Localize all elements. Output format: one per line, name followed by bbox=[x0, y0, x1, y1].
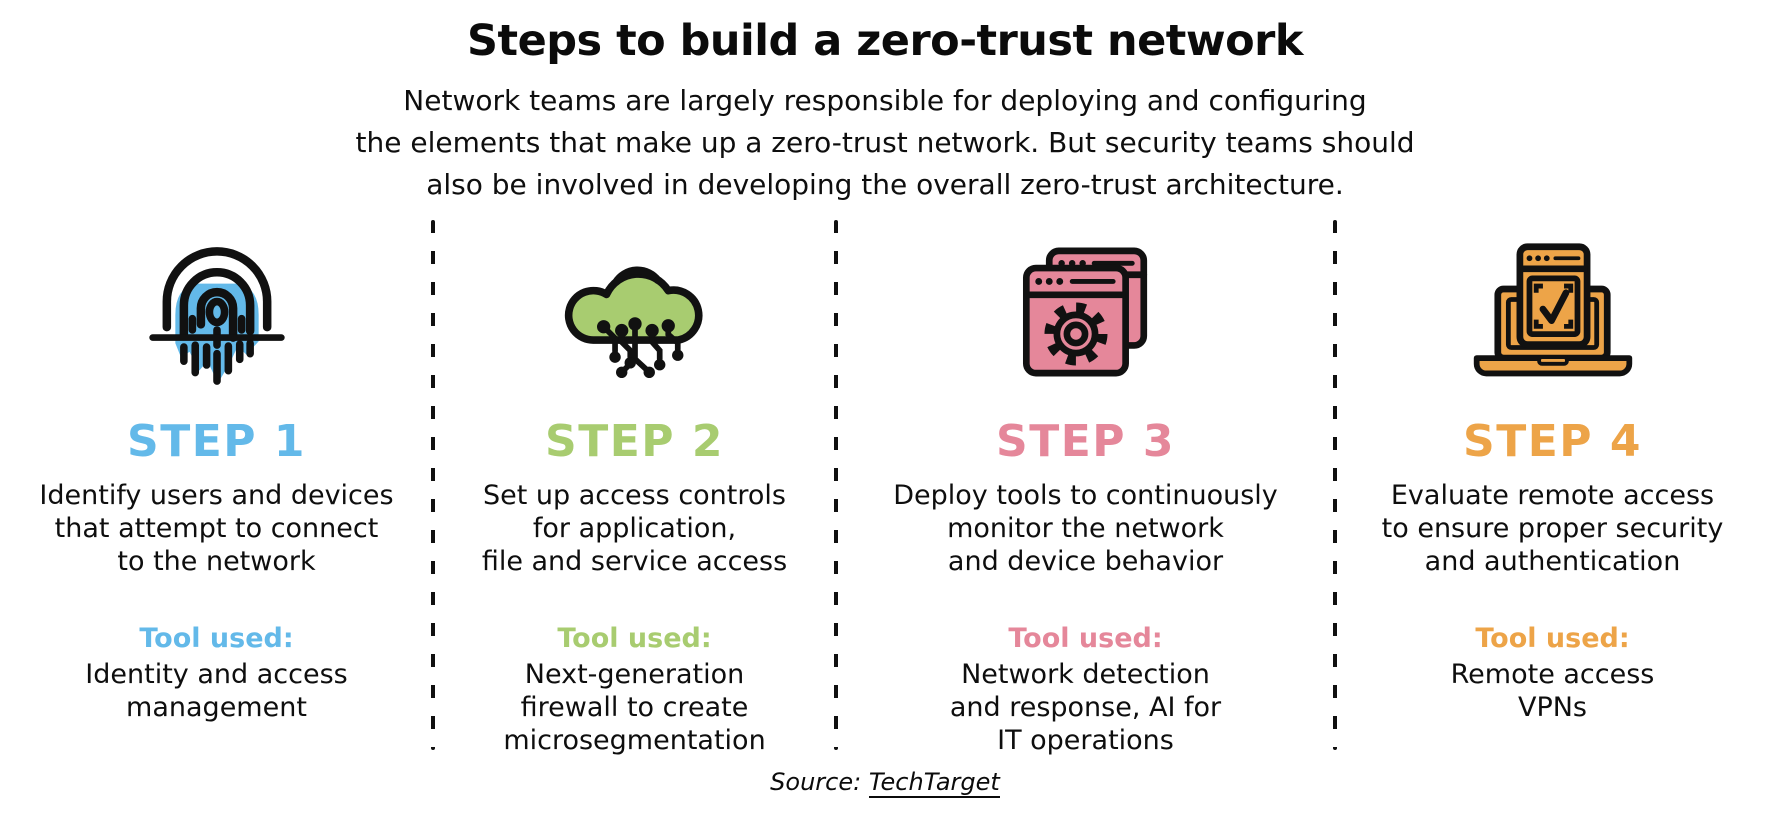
dashed-divider bbox=[834, 220, 838, 750]
source-label: Source: bbox=[770, 768, 862, 796]
header: Steps to build a zero-trust network Netw… bbox=[0, 0, 1770, 206]
fingerprint-icon bbox=[148, 247, 285, 385]
dashed-divider bbox=[1333, 220, 1337, 750]
step3-tool-label: Tool used: bbox=[1008, 622, 1163, 654]
step4-label: STEP 4 bbox=[1463, 416, 1642, 467]
page-title: Steps to build a zero-trust network bbox=[467, 16, 1303, 66]
step2-tool-label: Tool used: bbox=[557, 622, 712, 654]
step4-tool-label: Tool used: bbox=[1475, 622, 1630, 654]
step2-icon-wrap bbox=[559, 214, 711, 410]
step1-tool-label: Tool used: bbox=[139, 622, 294, 654]
step-column-1: STEP 1 Identify users and devices that a… bbox=[0, 214, 433, 762]
source-attribution: Source: TechTarget bbox=[0, 768, 1770, 798]
cloud-network-icon bbox=[564, 266, 702, 379]
step3-description: Deploy tools to continuously monitor the… bbox=[893, 480, 1278, 578]
step3-tool: Network detection and response, AI for I… bbox=[949, 658, 1222, 757]
source-link[interactable]: TechTarget bbox=[868, 768, 1000, 798]
subtitle: Network teams are largely responsible fo… bbox=[0, 80, 1770, 206]
step2-description: Set up access controls for application, … bbox=[481, 480, 788, 578]
step2-label: STEP 2 bbox=[545, 416, 724, 467]
step2-tool: Next-generation firewall to create micro… bbox=[503, 658, 766, 757]
subtitle-line: the elements that make up a zero-trust n… bbox=[355, 126, 1415, 159]
step-column-2: STEP 2 Set up access controls for applic… bbox=[433, 214, 836, 762]
step4-icon-wrap bbox=[1469, 214, 1637, 410]
step1-description: Identify users and devices that attempt … bbox=[39, 480, 394, 578]
subtitle-line: Network teams are largely responsible fo… bbox=[403, 84, 1367, 117]
laptop-check-icon bbox=[1473, 243, 1632, 377]
steps-row: STEP 1 Identify users and devices that a… bbox=[0, 214, 1770, 762]
app-windows-gear-icon bbox=[1022, 247, 1147, 377]
step1-tool: Identity and access management bbox=[85, 658, 348, 723]
step1-icon-wrap bbox=[146, 214, 288, 410]
step-column-3: STEP 3 Deploy tools to continuously moni… bbox=[836, 214, 1335, 762]
step3-icon-wrap bbox=[1012, 214, 1160, 410]
step1-label: STEP 1 bbox=[127, 416, 306, 467]
step4-description: Evaluate remote access to ensure proper … bbox=[1381, 480, 1724, 578]
step4-tool: Remote access VPNs bbox=[1450, 658, 1655, 723]
dashed-divider bbox=[431, 220, 435, 750]
step-column-4: STEP 4 Evaluate remote access to ensure … bbox=[1335, 214, 1770, 762]
step3-label: STEP 3 bbox=[996, 416, 1175, 467]
subtitle-line: also be involved in developing the overa… bbox=[426, 168, 1344, 201]
